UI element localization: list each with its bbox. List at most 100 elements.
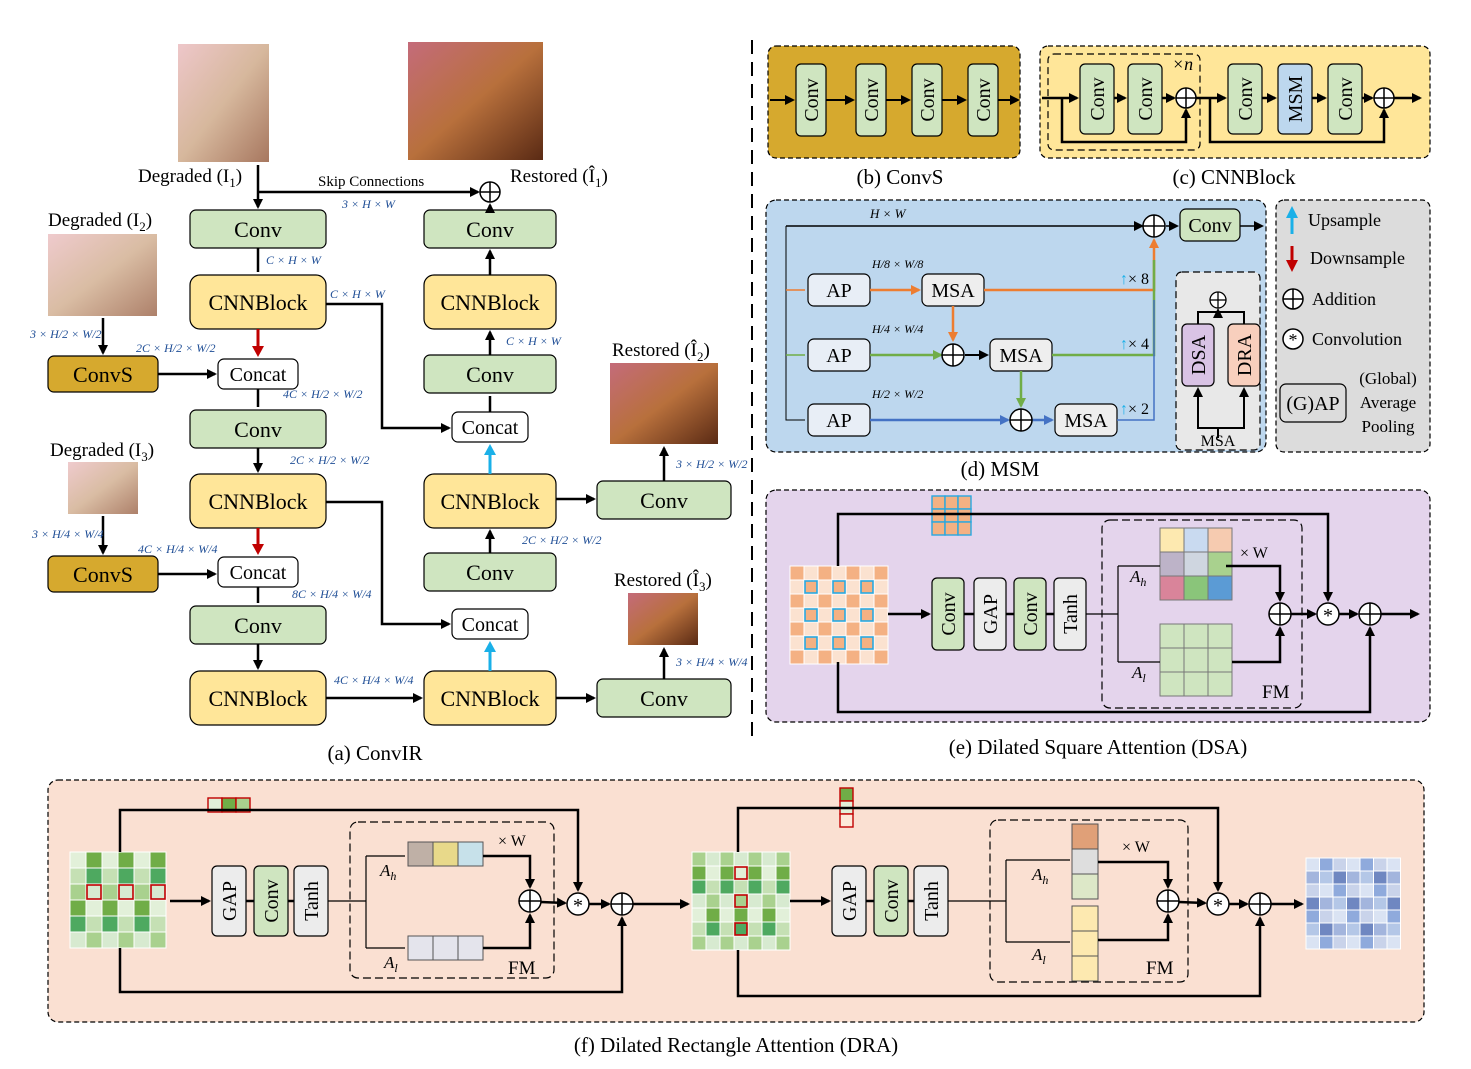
dsa-input-cell [859,649,875,665]
dra-output-cell [1305,935,1320,950]
dec-cnnblock-3-label: CNNBlock [441,686,540,711]
dra-output-cell [1319,870,1334,885]
downsample-legend-icon [1286,246,1298,272]
dsa-input-cell [803,579,819,595]
degraded-image-3 [68,462,138,514]
dec-concat-2-label: Concat [462,614,519,636]
dra-grid-cell [149,883,167,901]
cnnblock-add-icon-2 [1373,87,1395,109]
dra-output-cell [1332,935,1347,950]
caption-c: (c) CNNBlock [1172,165,1296,189]
dsa-top-cell [944,495,959,510]
degraded-image-1 [178,44,269,162]
cnnblock-add-icon-1 [1175,87,1197,109]
dra-row-sample-cell [235,797,251,813]
dra-output-cell [1373,896,1388,911]
dsa-fm-label: FM [1262,682,1290,703]
dra-output-cell [1319,896,1334,911]
dsa-input-cell [873,635,889,651]
dim-cnn2-out: 2C × H/2 × W/2 [290,453,370,467]
dsa-ah-grid [1159,527,1233,601]
dra2-al-cell-1 [1071,905,1099,932]
dra-grid-cell [705,921,721,937]
dsa-al-cell [1207,623,1233,649]
dsa-input-cell [873,565,889,581]
dec-cnnblock-2-label: CNNBlock [441,489,540,514]
dra-grid-cell [149,867,167,885]
dra-output-cell [1386,896,1401,911]
dsa-sample-cell [832,608,846,622]
msm-add-icon-2 [941,343,965,367]
dsa-tanh-label: Tanh [1060,594,1082,634]
dsa-top-cell [931,521,946,536]
msm-add-icon-1 [1142,214,1166,238]
dsa-top-cell [931,495,946,510]
dra-grid-cell [705,851,721,867]
cnnblock-conv-3-label: Conv [1235,77,1257,120]
dra-grid-cell [719,921,735,937]
dra-grid-cell [117,899,135,917]
dsa-al-grid [1159,623,1233,697]
dra-grid-cell [733,921,749,937]
degraded-label-1: Degraded (I1) [138,166,242,190]
msm-ap-2-label: AP [826,345,852,367]
dsa-input-cell [831,607,847,623]
gap-legend-box [1279,383,1347,423]
dra-grid-cell [691,921,707,937]
dra-grid-cell [705,893,721,909]
svg-text:*: * [1213,895,1223,917]
dsa-conv-1-label: Conv [938,592,960,635]
dra-output-cell [1319,857,1334,872]
dra-output-cell [1386,857,1401,872]
legend-addition: Addition [1312,289,1376,309]
dra-grid-cell [747,907,763,923]
dsa-top-cell [944,508,959,523]
panel-a-arrows [98,165,669,703]
dec-cnnblock-1-label: CNNBlock [441,290,540,315]
dsa-input-cell [845,565,861,581]
dim-c-hw-2: C × H × W [330,287,386,301]
dsa-input-cell [845,593,861,609]
dra-grid-cell [733,935,749,951]
dra-grid-cell [705,879,721,895]
dra-input-grid-2 [691,851,791,951]
dsa-input-cell [873,621,889,637]
dra-grid-cell [691,893,707,909]
dra-grid-cell [691,907,707,923]
dra-col-sample-cell [839,787,854,802]
dec-conv-3-label: Conv [466,560,514,585]
dra-grid-cell [775,893,791,909]
dsa-ah-label: Ah [1129,567,1146,589]
dra-grid-cell [761,893,777,909]
dsa-input-cell [859,579,875,595]
dra-row-sample [207,797,251,813]
dsa-input-cell [817,635,833,651]
panel-e-dsa: Conv GAP Conv Tanh Ah Al × W FM * [765,489,1431,759]
repeat-label: ×n [1172,54,1193,74]
dra-grid-cell [101,851,119,869]
caption-e: (e) Dilated Square Attention (DSA) [949,735,1248,759]
dra1-ah-cell-1 [407,841,434,867]
dra-grid-cell [761,921,777,937]
dim-convs3-out: 4C × H/4 × W/4 [138,542,218,556]
panel-a-convir: Degraded (I1) Degraded (I2) Degraded (I3… [29,42,748,765]
dim-skip: 3 × H × W [341,197,396,211]
dec-conv-1-label: Conv [466,217,514,242]
dra-grid-cell [747,865,763,881]
dra1-fm-label: FM [508,958,536,979]
caption-d: (d) MSM [961,457,1040,481]
msm-ap-1-label: AP [826,280,852,302]
dra-grid-cell [69,867,87,885]
dra-grid-cell [85,883,103,901]
dsa-input-cell [803,593,819,609]
dra-grid-cell [733,893,749,909]
dra-grid-cell [69,931,87,949]
dsa-input-cell [859,607,875,623]
dra1-times-w: × W [498,833,527,850]
dsa-input-cell [845,621,861,637]
dra-grid-cell [733,865,749,881]
dra-output-cell [1305,857,1320,872]
dra-grid-cell [719,851,735,867]
msm-msa-2-label: MSA [999,345,1043,367]
msm-up4: ↑× 4 [1120,336,1149,353]
